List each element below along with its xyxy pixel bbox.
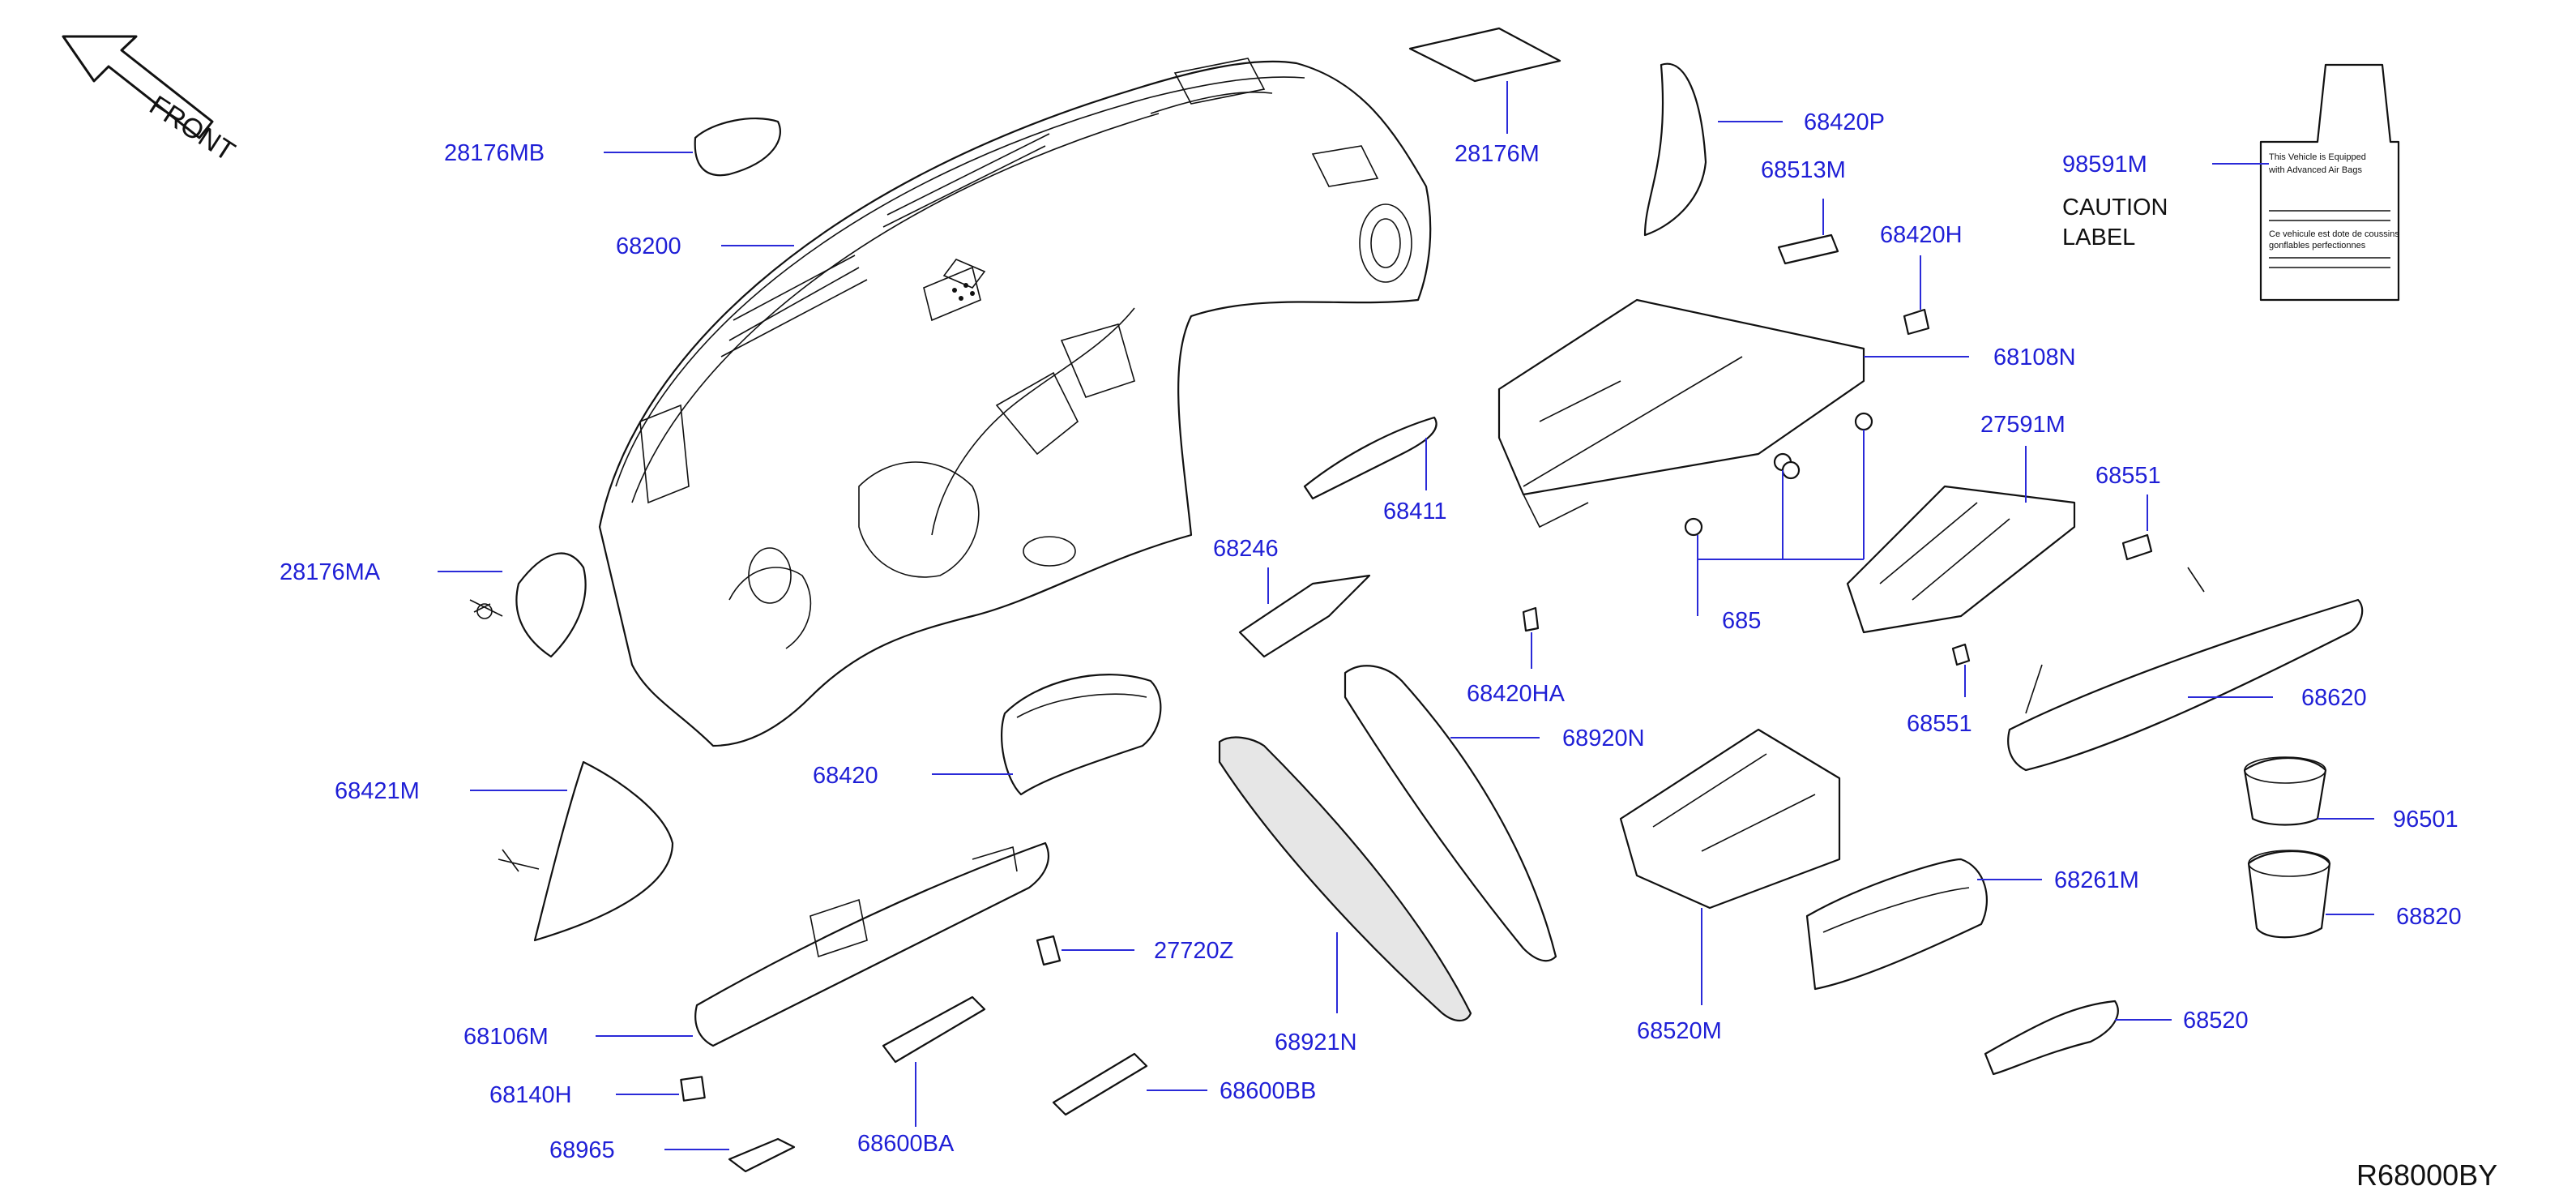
cover-28176mb: [694, 117, 781, 177]
callout-68420h: 68420H: [1880, 222, 1963, 248]
bracket-68600bb: [1052, 1052, 1148, 1116]
leader-lines: [438, 81, 2374, 1150]
callout-68140h: 68140H: [489, 1082, 572, 1108]
cup-holder-96501: [2243, 756, 2327, 826]
handle-68513m: [1777, 233, 1839, 265]
callout-68421m: 68421M: [335, 778, 420, 804]
callout-27591m: 27591M: [1980, 412, 2065, 438]
trim-68246: [1238, 574, 1371, 658]
console-68520m: [1619, 728, 1841, 910]
pad-68140h: [680, 1076, 706, 1102]
caution-en-line2: with Advanced Air Bags: [2268, 165, 2362, 175]
lower-panel-68106m: [694, 841, 1049, 1047]
callout-68200: 68200: [616, 233, 681, 259]
callout-68520m: 68520M: [1637, 1018, 1722, 1044]
callout-68920n: 68920N: [1562, 726, 1645, 751]
callout-68420: 68420: [813, 763, 878, 789]
clip-68420ha: [1522, 606, 1540, 632]
front-arrow-icon: [62, 35, 214, 139]
glove-box-lid-68920n: [1344, 665, 1557, 962]
bracket-68600ba: [882, 995, 986, 1064]
callout-68261m: 68261M: [2054, 867, 2139, 893]
caution-en-line1: This Vehicle is Equipped: [2269, 152, 2366, 162]
caution-fr-line2: gonflables perfectionnes: [2269, 241, 2366, 250]
callout-96501: 96501: [2393, 807, 2459, 833]
diagram-code: R68000BY: [2356, 1158, 2497, 1192]
trim-68411: [1303, 416, 1438, 500]
caution-title-line1: CAUTION: [2062, 195, 2168, 220]
clip-27720z: [1036, 935, 1062, 966]
caution-label-sticker: [2259, 63, 2400, 302]
cup-insert-68820: [2247, 850, 2331, 939]
callout-98591m: 98591M: [2062, 152, 2147, 178]
clip-68551-upper: [2121, 533, 2153, 561]
glove-box-68108n: [1497, 298, 1865, 529]
callout-68551-upper: 68551: [2095, 463, 2161, 489]
callout-68620: 68620: [2301, 685, 2367, 711]
callout-27720z: 27720Z: [1154, 938, 1233, 964]
trim-68520: [1984, 1000, 2119, 1076]
front-label: FRONT: [144, 90, 241, 168]
clip-68965: [728, 1137, 796, 1173]
callout-68551-lower: 68551: [1907, 711, 1972, 737]
callout-68600bb: 68600BB: [1220, 1078, 1316, 1104]
trim-68620: [2007, 567, 2364, 772]
duct-27591m: [1846, 485, 2076, 634]
callout-28176ma: 28176MA: [280, 559, 381, 585]
instrument-panel-68200: [598, 58, 1432, 747]
callout-68600ba: 68600BA: [857, 1131, 955, 1157]
callout-68820: 68820: [2396, 904, 2462, 930]
caution-fr-line1: Ce vehicule est dote de coussins: [2269, 229, 2399, 239]
callout-28176m: 28176M: [1455, 141, 1540, 167]
callout-68520: 68520: [2183, 1008, 2249, 1034]
callout-68420p: 68420P: [1804, 109, 1885, 135]
cover-28176ma: [469, 552, 587, 658]
callout-685-partial: 685: [1722, 608, 1761, 634]
callout-68513m: 68513M: [1761, 157, 1846, 183]
caution-title-line2: LABEL: [2062, 225, 2135, 250]
bumpers-685: [1684, 412, 1873, 537]
callout-68106m: 68106M: [464, 1024, 549, 1050]
cluster-hood-68420: [1000, 674, 1162, 796]
callout-68411: 68411: [1383, 499, 1447, 524]
callout-68965: 68965: [549, 1137, 615, 1163]
callout-68420ha: 68420HA: [1467, 681, 1566, 707]
clip-68551-lower: [1951, 643, 1971, 666]
callout-68108n: 68108N: [1993, 345, 2076, 370]
callout-28176mb: 28176MB: [444, 140, 545, 166]
finisher-68261m: [1805, 858, 1988, 991]
clip-68420h: [1903, 308, 1930, 336]
panel-28176m: [1408, 27, 1561, 83]
callout-68921n: 68921N: [1275, 1030, 1357, 1055]
side-panel-68421m: [498, 760, 674, 942]
callout-68246: 68246: [1213, 536, 1279, 562]
pillar-trim-68420p: [1643, 62, 1707, 237]
panel-68921n: [1218, 736, 1472, 1022]
